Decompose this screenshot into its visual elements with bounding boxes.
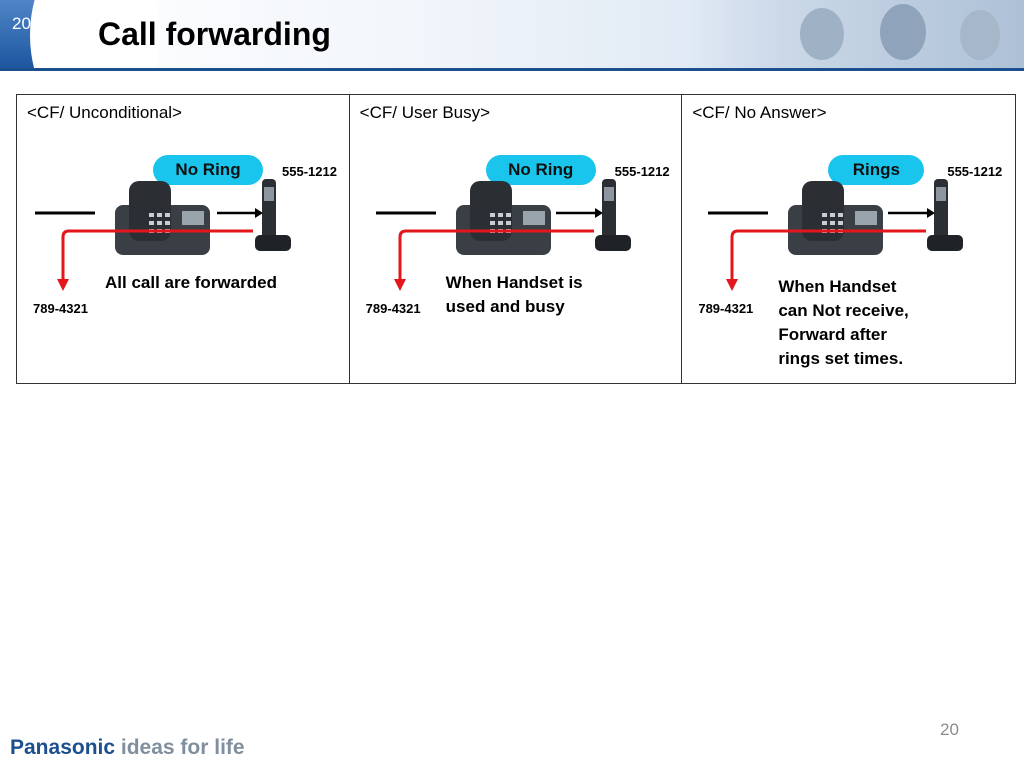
ring-status-badge: No Ring	[153, 155, 263, 185]
brand-tagline: ideas for life	[120, 736, 245, 759]
forward-number: 789-4321	[365, 301, 421, 316]
caption-line: Forward after	[778, 325, 887, 344]
panel-unconditional: <CF/ Unconditional> No Ring 555-1212 789…	[17, 95, 350, 383]
panel-caption: All call are forwarded	[105, 271, 277, 295]
handset-icon	[255, 179, 291, 251]
panel-caption: When Handset is used and busy	[446, 271, 583, 319]
forward-number: 789-4321	[33, 301, 88, 316]
panel-title: <CF/ No Answer>	[692, 103, 827, 122]
footer-page-number: 20	[940, 720, 959, 739]
handset-icon	[927, 179, 964, 251]
desk-phone-icon	[788, 181, 884, 255]
panel-title: <CF/ Unconditional>	[27, 103, 182, 122]
ring-status-badge: Rings	[828, 155, 925, 185]
desk-phone-icon	[455, 181, 551, 255]
forwarding-diagram	[375, 179, 631, 291]
handset-number: 555-1212	[614, 164, 670, 179]
forward-number: 789-4321	[698, 301, 754, 316]
panel-user-busy: <CF/ User Busy> No Ring 555-1212 789-432…	[350, 95, 683, 383]
caption-line: used and busy	[445, 297, 565, 316]
forwarding-diagram	[708, 179, 964, 291]
caption-line: can Not receive,	[778, 301, 909, 320]
header-curve-decoration	[30, 0, 160, 68]
slide-title: Call forwarding	[98, 16, 331, 52]
handset-number: 555-1212	[947, 164, 1003, 179]
ring-status-badge: No Ring	[485, 155, 596, 185]
caption-line: When Handset	[778, 277, 897, 296]
header-slide-number: 20	[12, 14, 31, 33]
desk-phone-icon	[115, 181, 210, 255]
panel-title: <CF/ User Busy>	[359, 103, 491, 122]
panel-caption: When Handset can Not receive, Forward af…	[778, 275, 908, 371]
forwarding-diagram	[35, 179, 291, 291]
brand-logo: Panasonic ideas for life	[10, 736, 245, 760]
caption-line: When Handset is	[445, 273, 583, 292]
header-photo	[690, 0, 1024, 68]
forwarding-table: <CF/ Unconditional> No Ring 555-1212 789…	[16, 94, 1016, 384]
handset-number: 555-1212	[282, 164, 337, 179]
slide-header: 20 Call forwarding	[0, 0, 1024, 71]
handset-icon	[594, 179, 631, 251]
brand-name: Panasonic	[10, 736, 116, 759]
caption-line: All call are forwarded	[105, 273, 277, 292]
panel-no-answer: <CF/ No Answer> Rings 555-1212 789-4321 …	[682, 95, 1015, 383]
caption-line: rings set times.	[778, 349, 904, 368]
